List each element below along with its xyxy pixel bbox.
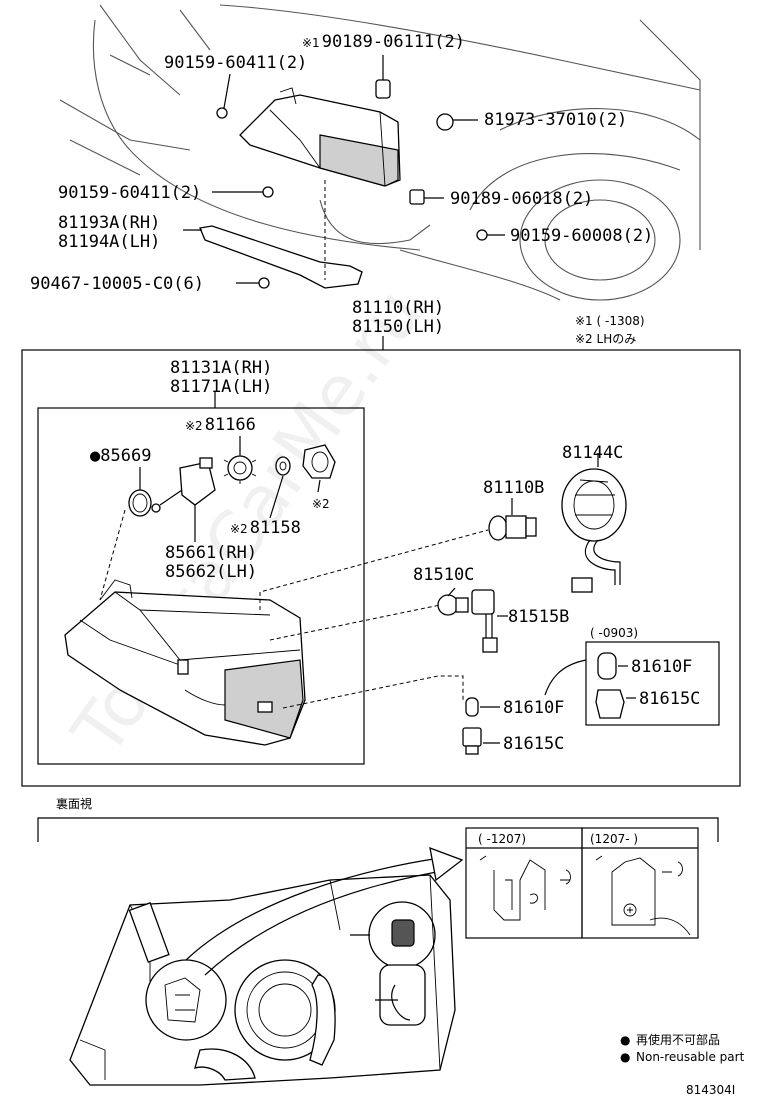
wedge-bulb-81610f [465,697,500,717]
callout-81193a-rh: 81193A(RH) [58,213,160,233]
leaders-top [183,55,505,350]
note-ref2-lh-only: ※2 LHのみ [575,332,636,346]
bracket-81193a [199,180,363,289]
igniter-gear-81166 [223,452,257,484]
diagram-id: 814304I [686,1083,735,1097]
callout-81171a-lh: 81171A(LH) [170,377,272,397]
callout-85669: ●85669 [90,446,151,466]
callout-81194a-lh: 81194A(LH) [58,232,160,252]
assembly-dash-leaders [259,529,489,709]
callout-81515b: 81515B [508,607,569,627]
date-inset-range: ( -0903) [590,626,638,640]
callout-90159-60411-lower: 90159-60411(2) [58,183,201,203]
socket-81615c [462,727,500,755]
callout-81131a-rh: 81131A(RH) [170,358,272,378]
rear-view-bracket [37,817,719,842]
callout-81110-rh: 81110(RH) [352,298,444,318]
callout-85662-lh: 85662(LH) [165,562,257,582]
callout-90159-60411-upper: 90159-60411(2) [164,53,307,73]
socket-81144c [561,453,627,593]
headlamp-housing [64,579,306,746]
callout-85661-rh: 85661(RH) [165,543,257,563]
detail-magnifier [145,846,464,1041]
note-ref1-date: ※1 ( -1308) [575,314,645,328]
inset-date-left: ( -1207) [478,832,526,846]
inset-date-right: (1207- ) [590,832,638,846]
legend-dot-en: ● [620,1050,630,1064]
inset-pointer-line [544,659,587,696]
callout-81144c: 81144C [562,443,623,463]
callout-90189-06018: 90189-06018(2) [450,189,593,209]
callout-90467-10005: 90467-10005-C0(6) [30,274,204,294]
headlamp-rear-view [69,874,456,1086]
bulb-81510c [437,587,469,616]
housing-subframe [37,407,365,765]
callout-81150-lh: 81150(LH) [352,317,444,337]
socket-81515b [471,589,508,653]
callout-81610f-inset: 81610F [631,657,692,677]
rear-inset-boxes [465,827,699,939]
rear-view-title: 裏面視 [56,796,92,811]
corner-lamp [239,87,401,187]
vehicle-front-sketch [59,4,701,301]
callout-81610f: 81610F [503,698,564,718]
callout-81615c: 81615C [503,734,564,754]
inset-socket [595,689,636,719]
date-inset-box [585,641,720,726]
legend-nonreusable-jp: 再使用不可部品 [636,1032,720,1047]
callout-81110b: 81110B [483,478,544,498]
callout-90159-60008: 90159-60008(2) [510,226,653,246]
halogen-bulb-81110b [488,498,537,541]
leaders-subframe [99,436,321,601]
assembly-frame [21,349,741,787]
legend-nonreusable-en: Non-reusable part [636,1050,745,1064]
inset-bulb [597,652,628,680]
callout-81973-37010: 81973-37010(2) [484,110,627,130]
legend-dot-jp: ● [620,1033,630,1047]
seal-ring-85669 [128,489,152,517]
hid-bulb-85661 [151,457,216,513]
fasteners-top [216,79,488,289]
callout-81615c-inset: 81615C [639,689,700,709]
cap-ref2 [302,444,336,479]
callout-81510c: 81510C [413,565,474,585]
note-ref2-cap: ※2 [312,497,330,511]
washer-81158 [275,456,291,476]
